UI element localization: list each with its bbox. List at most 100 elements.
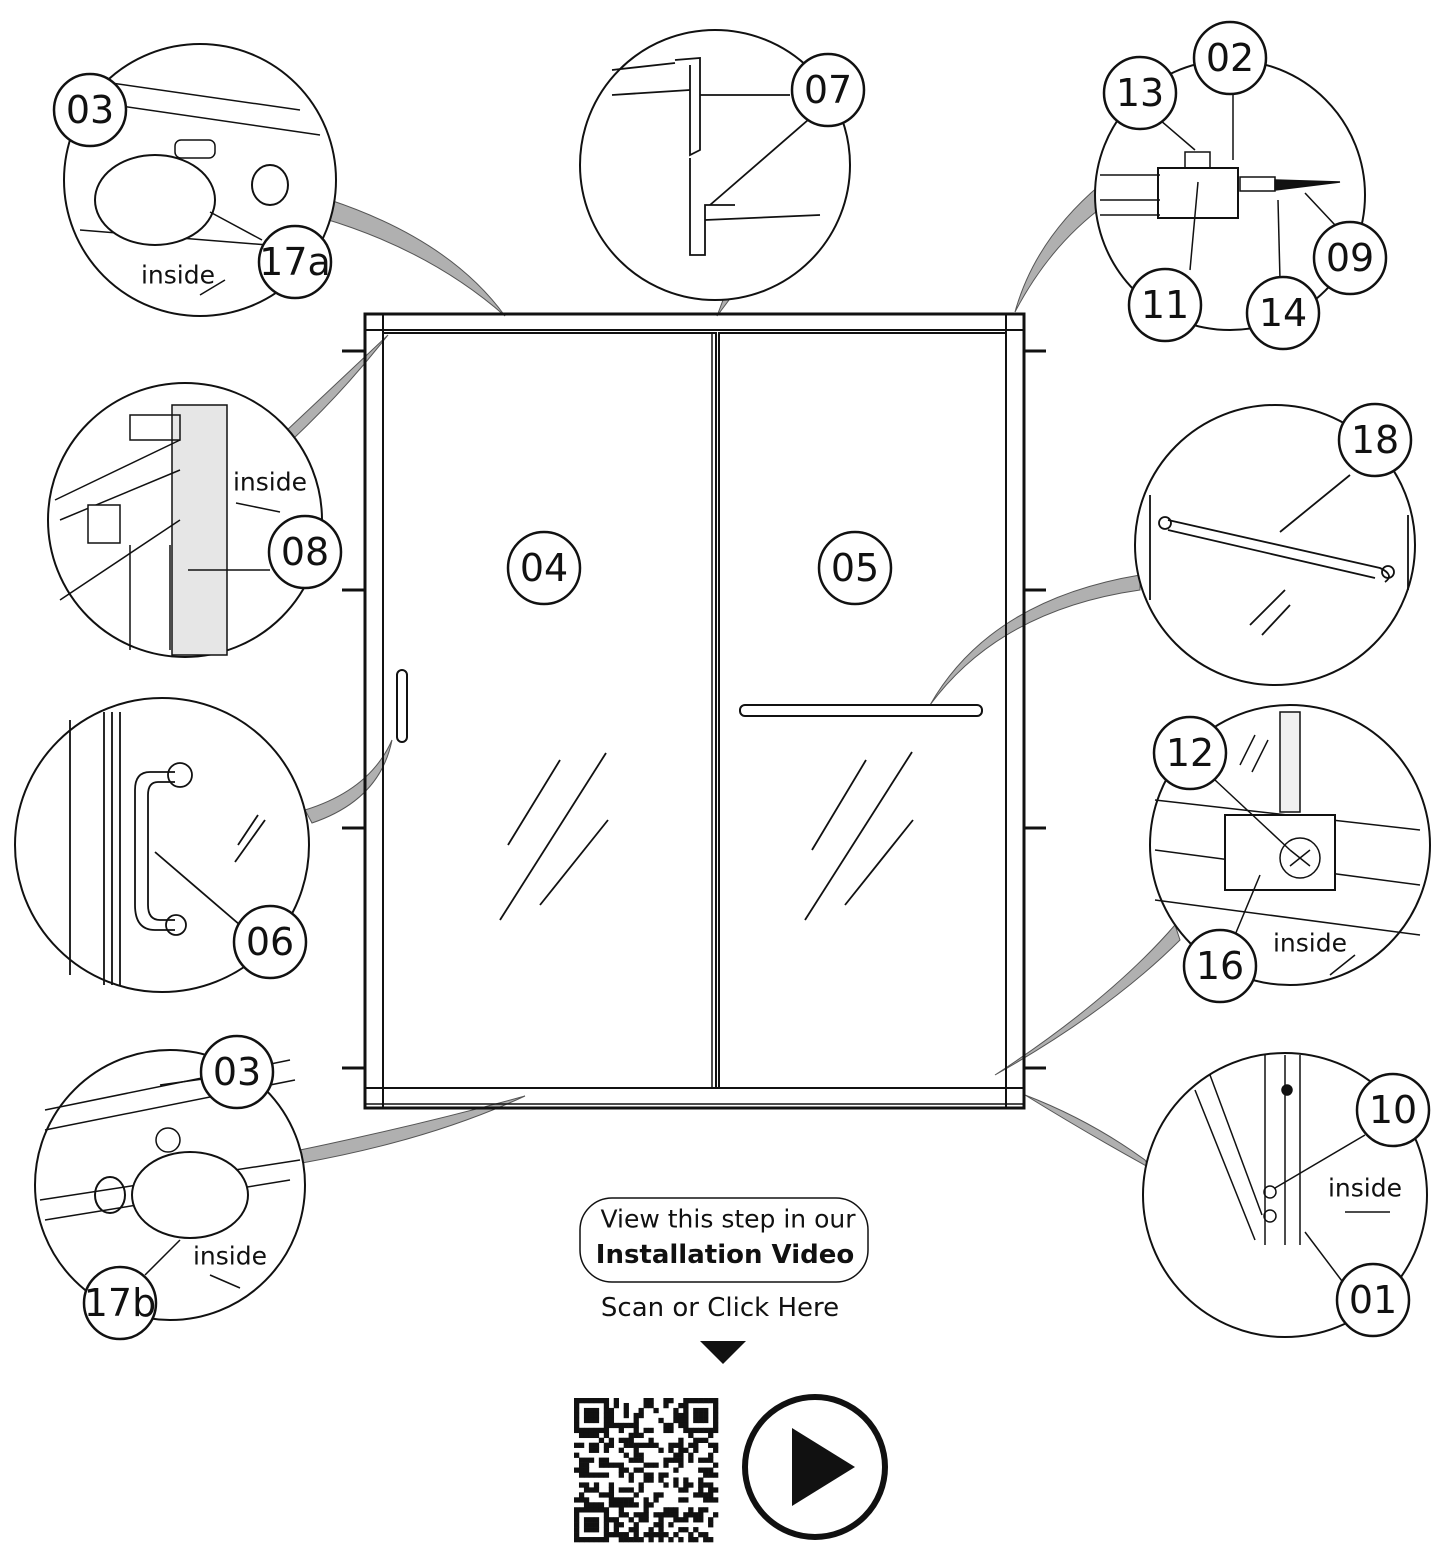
qr-module bbox=[603, 1412, 610, 1419]
qr-module bbox=[698, 1407, 704, 1414]
qr-module bbox=[683, 1517, 689, 1523]
qr-module bbox=[603, 1492, 610, 1498]
qr-module bbox=[603, 1512, 610, 1518]
qr-module bbox=[618, 1447, 624, 1453]
qr-module bbox=[643, 1402, 649, 1409]
qr-module bbox=[643, 1442, 649, 1448]
qr-module bbox=[578, 1432, 585, 1439]
qr-module bbox=[643, 1532, 649, 1538]
qr-module bbox=[673, 1512, 679, 1518]
qr-module bbox=[708, 1427, 714, 1434]
qr-module bbox=[673, 1482, 679, 1488]
qr-module bbox=[683, 1398, 689, 1404]
qr-module bbox=[633, 1417, 639, 1424]
qr-module bbox=[713, 1427, 719, 1434]
qr-module bbox=[633, 1527, 639, 1533]
qr-module bbox=[598, 1507, 605, 1513]
play-button-icon[interactable] bbox=[742, 1394, 888, 1540]
qr-module bbox=[613, 1527, 619, 1533]
qr-module bbox=[588, 1522, 595, 1528]
qr-module bbox=[574, 1497, 580, 1503]
qr-module bbox=[688, 1512, 694, 1518]
qr-module bbox=[583, 1502, 590, 1508]
qr-module bbox=[633, 1467, 639, 1473]
qr-module bbox=[583, 1457, 590, 1463]
qr-module bbox=[633, 1492, 639, 1498]
qr-module bbox=[598, 1437, 605, 1443]
qr-module bbox=[663, 1427, 669, 1434]
qr-module bbox=[583, 1522, 590, 1528]
qr-module bbox=[583, 1487, 590, 1493]
qr-module bbox=[693, 1398, 699, 1404]
qr-module bbox=[688, 1507, 694, 1513]
qr-module bbox=[683, 1412, 689, 1419]
qr-module bbox=[603, 1472, 610, 1478]
qr-module bbox=[678, 1417, 684, 1424]
qr-module bbox=[698, 1417, 704, 1424]
video-cta-box[interactable] bbox=[579, 1197, 869, 1283]
qr-module bbox=[574, 1537, 580, 1543]
qr-module bbox=[678, 1497, 684, 1503]
qr-module bbox=[638, 1457, 644, 1463]
qr-module bbox=[638, 1537, 644, 1543]
qr-module bbox=[648, 1532, 654, 1538]
qr-module bbox=[588, 1412, 595, 1419]
qr-module bbox=[603, 1402, 610, 1409]
panel-05 bbox=[718, 332, 1007, 1089]
qr-module bbox=[633, 1512, 639, 1518]
qr-module bbox=[603, 1522, 610, 1528]
qr-module bbox=[653, 1462, 659, 1468]
qr-module bbox=[668, 1447, 674, 1453]
qr-module bbox=[633, 1502, 639, 1508]
qr-module bbox=[593, 1412, 600, 1419]
qr-module bbox=[683, 1447, 689, 1453]
door-handle bbox=[396, 669, 408, 743]
qr-module bbox=[713, 1447, 719, 1453]
qr-module bbox=[598, 1537, 605, 1543]
qr-module bbox=[613, 1522, 619, 1528]
scan-or-click-text[interactable]: Scan or Click Here bbox=[601, 1293, 839, 1323]
qr-module bbox=[708, 1432, 714, 1439]
qr-module bbox=[678, 1527, 684, 1533]
qr-module bbox=[693, 1412, 699, 1419]
qr-module bbox=[643, 1502, 649, 1508]
qr-module bbox=[693, 1427, 699, 1434]
qr-module bbox=[613, 1502, 619, 1508]
qr-code-icon[interactable] bbox=[574, 1398, 719, 1543]
qr-module bbox=[683, 1417, 689, 1424]
qr-module bbox=[588, 1502, 595, 1508]
qr-module bbox=[673, 1532, 679, 1538]
qr-module bbox=[713, 1462, 719, 1468]
qr-module bbox=[698, 1487, 704, 1493]
qr-module bbox=[688, 1398, 694, 1404]
qr-module bbox=[628, 1502, 634, 1508]
callout-03-bottom: 03 bbox=[213, 1050, 261, 1094]
qr-module bbox=[698, 1477, 704, 1483]
qr-module bbox=[668, 1507, 674, 1513]
qr-module bbox=[708, 1452, 714, 1458]
qr-module bbox=[638, 1452, 644, 1458]
callout-07: 07 bbox=[804, 68, 852, 112]
qr-module bbox=[673, 1457, 679, 1463]
video-cta[interactable]: View this step in our Installation Video… bbox=[579, 1197, 869, 1364]
qr-module bbox=[588, 1398, 595, 1404]
qr-module bbox=[658, 1517, 664, 1523]
qr-module bbox=[713, 1412, 719, 1419]
qr-module bbox=[603, 1398, 610, 1404]
qr-module bbox=[648, 1462, 654, 1468]
qr-module bbox=[603, 1507, 610, 1513]
qr-module bbox=[603, 1427, 610, 1434]
detail-bottom-right: inside 10 01 bbox=[1142, 1052, 1431, 1338]
qr-module bbox=[658, 1537, 664, 1543]
qr-module bbox=[583, 1427, 590, 1434]
qr-module bbox=[633, 1452, 639, 1458]
qr-module bbox=[603, 1537, 610, 1543]
qr-module bbox=[643, 1398, 649, 1404]
qr-module bbox=[713, 1398, 719, 1404]
qr-module bbox=[708, 1497, 714, 1503]
qr-module bbox=[623, 1512, 629, 1518]
qr-module bbox=[623, 1402, 629, 1409]
qr-module bbox=[588, 1507, 595, 1513]
qr-module bbox=[633, 1412, 639, 1419]
qr-module bbox=[703, 1472, 709, 1478]
